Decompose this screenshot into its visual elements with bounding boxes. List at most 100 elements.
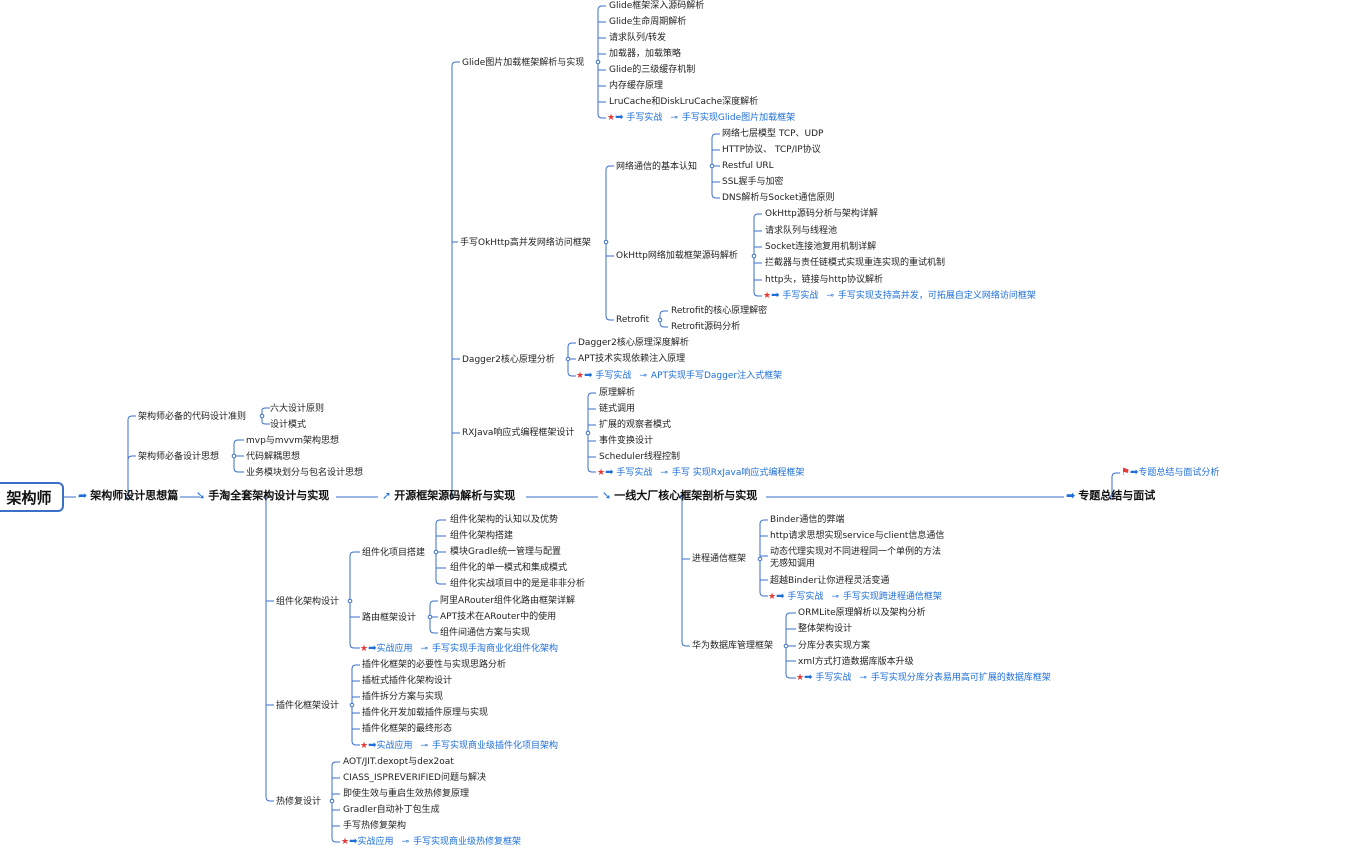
leaf-rx[interactable]: 事件变换设计 <box>599 436 654 446</box>
node-net-basics[interactable]: 网络通信的基本认知 <box>616 162 698 172</box>
leaf-comp-proj[interactable]: 组件化的单一模式和集成模式 <box>450 563 568 573</box>
leaf-rx[interactable]: 原理解析 <box>599 388 636 398</box>
node-glide[interactable]: Glide图片加载框架解析与实现 <box>462 58 585 68</box>
star-icon: ★ <box>607 113 616 123</box>
leaf-plugin[interactable]: 插件化框架的最终形态 <box>362 724 453 734</box>
leaf-net[interactable]: SSL握手与加密 <box>722 177 784 187</box>
node-okhttp[interactable]: 手写OkHttp高并发网络访问框架 <box>460 238 591 248</box>
node-okhttp-source[interactable]: OkHttp网络加载框架源码解析 <box>616 251 738 261</box>
node-plugin[interactable]: 插件化框架设计 <box>276 701 340 711</box>
arrow-icon: ➡ <box>584 370 593 381</box>
action-rx[interactable]: ★➡ 手写实战⊸手写 实现RxJava响应式编程框架 <box>597 467 805 478</box>
node-ipc[interactable]: 进程通信框架 <box>692 554 747 564</box>
leaf-hotfix[interactable]: 手写热修复架构 <box>343 821 407 831</box>
leaf-okhttp-src[interactable]: Socket连接池复用机制详解 <box>765 242 877 252</box>
main-node-taobao[interactable]: ➘手淘全套架构设计与实现 <box>196 489 330 502</box>
link-icon: ⊸ <box>420 644 429 654</box>
leaf-glide[interactable]: 内存缓存原理 <box>609 81 664 91</box>
leaf-plugin[interactable]: 插件化开发加载插件原理与实现 <box>362 708 489 718</box>
leaf-plugin[interactable]: 插件拆分方案与实现 <box>362 692 444 702</box>
leaf-hotfix[interactable]: Gradler自动补丁包生成 <box>343 805 440 815</box>
leaf-okhttp-src[interactable]: 请求队列与线程池 <box>765 226 838 236</box>
leaf-rx[interactable]: 扩展的观察者模式 <box>599 420 672 430</box>
leaf-ipc[interactable]: 超越Binder让你进程灵活变通 <box>770 576 890 586</box>
leaf-plugin[interactable]: 插桩式插件化架构设计 <box>362 676 453 686</box>
action-dagger[interactable]: ★➡ 手写实战⊸APT实现手写Dagger注入式框架 <box>576 370 783 381</box>
action-hotfix[interactable]: ★➡实战应用⊸手写实现商业级热修复框架 <box>341 836 522 847</box>
leaf-okhttp-src[interactable]: http头，链接与http协议解析 <box>765 275 883 285</box>
leaf-rx[interactable]: Scheduler线程控制 <box>599 452 681 462</box>
star-icon: ★ <box>796 673 805 683</box>
leaf-plugin[interactable]: 插件化框架的必要性与实现思路分析 <box>362 660 507 670</box>
leaf-db[interactable]: xml方式打造数据库版本升级 <box>798 657 914 667</box>
leaf-glide[interactable]: 请求队列/转发 <box>609 33 667 43</box>
arrow-icon: ➘ <box>602 489 612 502</box>
action-plugin[interactable]: ★➡实战应用⊸手写实现商业级插件化项目架构 <box>360 740 559 751</box>
leaf-net[interactable]: DNS解析与Socket通信原则 <box>722 193 835 203</box>
main-node-arch-thinking[interactable]: ➦架构师设计思想篇 <box>78 489 179 502</box>
leaf-ipc[interactable]: 动态代理实现对不同进程同一个单例的方法无感知调用 <box>770 547 942 569</box>
root-node[interactable]: 架构师 <box>0 482 64 512</box>
leaf-glide[interactable]: LruCache和DiskLruCache深度解析 <box>609 97 759 107</box>
leaf-comp-proj[interactable]: 组件化实战项目中的是是非非分析 <box>450 579 586 589</box>
main-node-big-tech[interactable]: ➘一线大厂核心框架剖析与实现 <box>602 489 758 502</box>
leaf-ipc[interactable]: http请求思想实现service与client信息通信 <box>770 531 945 541</box>
node-rxjava[interactable]: RXJava响应式编程框架设计 <box>462 428 575 438</box>
arrow-icon: ➡ <box>804 672 813 683</box>
leaf-db[interactable]: 整体架构设计 <box>798 624 853 634</box>
main-node-summary[interactable]: ➡专题总结与面试 <box>1066 489 1156 502</box>
leaf-glide[interactable]: Glide的三级缓存机制 <box>609 65 696 75</box>
node-dagger[interactable]: Dagger2核心原理分析 <box>462 355 555 365</box>
action-comp[interactable]: ★➡实战应用⊸手写实现手淘商业化组件化架构 <box>360 643 559 654</box>
action-glide[interactable]: ★➡ 手写实战⊸手写实现Glide图片加载框架 <box>607 112 796 123</box>
node-retrofit[interactable]: Retrofit <box>616 315 650 325</box>
leaf-dagger[interactable]: APT技术实现依赖注入原理 <box>578 354 686 364</box>
leaf-six-principles[interactable]: 六大设计原则 <box>270 404 325 414</box>
node-comp-project[interactable]: 组件化项目搭建 <box>362 548 426 558</box>
link-icon: ⊸ <box>420 741 429 751</box>
leaf-hotfix[interactable]: AOT/JIT.dexopt与dex2oat <box>343 757 454 767</box>
leaf-okhttp-src[interactable]: OkHttp源码分析与架构详解 <box>765 209 878 219</box>
leaf-net[interactable]: Restful URL <box>722 161 774 171</box>
leaf-hotfix[interactable]: CIASS_ISPREVERIFIED问题与解决 <box>343 773 486 783</box>
leaf-db[interactable]: ORMLite原理解析以及架构分析 <box>798 608 926 618</box>
node-db[interactable]: 华为数据库管理框架 <box>692 641 774 651</box>
leaf-dagger[interactable]: Dagger2核心原理深度解析 <box>578 338 689 348</box>
leaf-comp-proj[interactable]: 组件化架构搭建 <box>450 531 514 541</box>
action-okhttp[interactable]: ★➡ 手写实战⊸手写实现支持高并发，可拓展自定义网络访问框架 <box>763 290 1036 301</box>
leaf-net[interactable]: 网络七层模型 TCP、UDP <box>722 129 824 139</box>
leaf-ipc[interactable]: Binder通信的弊端 <box>770 515 845 525</box>
leaf-route[interactable]: APT技术在ARouter中的使用 <box>440 612 557 622</box>
leaf-summary[interactable]: ⚑➡专题总结与面试分析 <box>1121 467 1220 478</box>
main-node-open-source[interactable]: ➚开源框架源码解析与实现 <box>382 489 516 502</box>
leaf-glide[interactable]: 加载器，加载策略 <box>609 49 682 59</box>
node-design-thinking[interactable]: 架构师必备设计思想 <box>138 452 220 462</box>
node-code-principles[interactable]: 架构师必备的代码设计准则 <box>138 412 247 422</box>
leaf-glide[interactable]: Glide生命周期解析 <box>609 17 687 27</box>
leaf-retrofit[interactable]: Retrofit的核心原理解密 <box>671 306 768 316</box>
leaf-route[interactable]: 组件间通信方案与实现 <box>440 628 531 638</box>
leaf-glide[interactable]: Glide框架深入源码解析 <box>609 1 705 11</box>
star-icon: ★ <box>768 592 777 602</box>
leaf-rx[interactable]: 链式调用 <box>599 404 636 414</box>
leaf-decoupling[interactable]: 代码解耦思想 <box>246 452 301 462</box>
leaf-comp-proj[interactable]: 组件化架构的认知以及优势 <box>450 515 559 525</box>
arrow-icon: ➦ <box>78 489 88 502</box>
arrow-icon: ➡ <box>349 836 358 847</box>
action-db[interactable]: ★➡ 手写实战⊸手写实现分库分表易用高可扩展的数据库框架 <box>796 672 1051 683</box>
leaf-comp-proj[interactable]: 模块Gradle统一管理与配置 <box>450 547 561 557</box>
leaf-mvp-mvvm[interactable]: mvp与mvvm架构思想 <box>246 436 339 446</box>
node-route[interactable]: 路由框架设计 <box>362 613 417 623</box>
leaf-hotfix[interactable]: 即使生效与重启生效热修复原理 <box>343 789 470 799</box>
node-hotfix[interactable]: 热修复设计 <box>276 797 322 807</box>
leaf-db[interactable]: 分库分表实现方案 <box>798 641 871 651</box>
leaf-retrofit[interactable]: Retrofit源码分析 <box>671 322 741 332</box>
leaf-net[interactable]: HTTP协议、 TCP/IP协议 <box>722 145 821 155</box>
leaf-design-patterns[interactable]: 设计模式 <box>270 420 307 430</box>
leaf-route[interactable]: 阿里ARouter组件化路由框架详解 <box>440 596 575 606</box>
node-componentization[interactable]: 组件化架构设计 <box>276 597 340 607</box>
arrow-icon: ➘ <box>196 489 206 502</box>
leaf-module-division[interactable]: 业务模块划分与包名设计思想 <box>246 468 364 478</box>
action-ipc[interactable]: ★➡ 手写实战⊸手写实现跨进程通信框架 <box>768 591 942 602</box>
leaf-okhttp-src[interactable]: 拦截器与责任链模式实现重连实现的重试机制 <box>765 258 946 268</box>
